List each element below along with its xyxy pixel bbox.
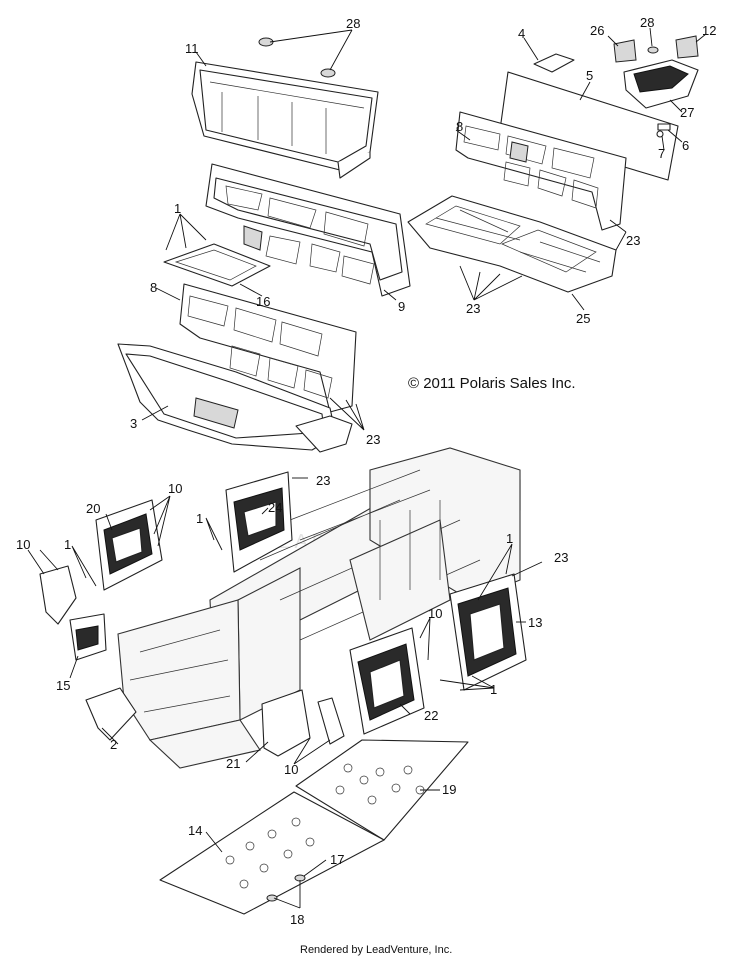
callout-10: 10	[284, 762, 298, 777]
callout-2: 2	[110, 737, 117, 752]
callout-4: 4	[518, 26, 525, 41]
part-24-side-panel	[225, 471, 293, 573]
callout-25: 25	[576, 311, 590, 326]
part-8-dash-panel-lower	[179, 283, 357, 413]
part-2-bracket	[85, 687, 137, 741]
callout-22: 22	[424, 708, 438, 723]
part-19-floor-plate	[295, 739, 469, 841]
callout-10: 10	[16, 537, 30, 552]
callout-19: 19	[442, 782, 456, 797]
callout-8: 8	[150, 280, 157, 295]
callout-13: 13	[528, 615, 542, 630]
part-4-decal	[533, 53, 575, 73]
callout-10: 10	[428, 606, 442, 621]
part-16-floor-tray	[163, 243, 271, 287]
callout-10: 10	[168, 481, 182, 496]
callout-1: 1	[506, 531, 513, 546]
chassis-frame	[117, 447, 521, 769]
part-5-panel-sheet	[499, 71, 679, 181]
part-14-floor-plate	[159, 791, 385, 915]
callout-7: 7	[658, 146, 665, 161]
part-11-storage-bin	[191, 61, 379, 179]
callout-23: 23	[466, 301, 480, 316]
callout-23: 23	[316, 473, 330, 488]
callout-9: 9	[398, 299, 405, 314]
part-10-trim-right	[317, 697, 345, 745]
callout-1: 1	[196, 511, 203, 526]
callout-1: 1	[174, 201, 181, 216]
callout-1: 1	[490, 682, 497, 697]
callout-28: 28	[640, 15, 654, 30]
part-21-trim	[261, 689, 311, 757]
leader-lines	[27, 27, 707, 909]
part-13-door-panel	[449, 573, 527, 691]
part-3-floor-pan	[117, 343, 353, 453]
callout-23: 23	[554, 550, 568, 565]
callout-20: 20	[86, 501, 100, 516]
callout-3: 3	[130, 416, 137, 431]
callout-17: 17	[330, 852, 344, 867]
callout-6: 6	[682, 138, 689, 153]
callout-1: 1	[64, 537, 71, 552]
callout-23: 23	[366, 432, 380, 447]
callout-24: 24	[268, 500, 282, 515]
callout-8: 8	[456, 119, 463, 134]
callout-15: 15	[56, 678, 70, 693]
callout-12: 12	[702, 23, 716, 38]
part-10-trim-left	[39, 565, 77, 625]
part-28-caps-top	[258, 37, 336, 78]
part-20-side-panel	[95, 499, 163, 591]
callout-11: 11	[185, 41, 199, 56]
part-27-tray	[623, 46, 699, 109]
callout-labels: 28 11 4 26 28 12 5 27 8 7 6 1 16 9 23 23…	[16, 15, 716, 927]
part-22-door-panel	[349, 627, 425, 735]
part-26-pad	[613, 39, 637, 63]
part-6-7-fastener	[656, 123, 671, 138]
part-25-floor-mat	[407, 195, 617, 293]
callout-14: 14	[188, 823, 202, 838]
part-12-pad	[675, 35, 699, 59]
callout-26: 26	[590, 23, 604, 38]
callout-23: 23	[626, 233, 640, 248]
callout-27: 27	[680, 105, 694, 120]
part-15-bracket	[69, 613, 107, 661]
callout-5: 5	[586, 68, 593, 83]
callout-28: 28	[346, 16, 360, 31]
callout-18: 18	[290, 912, 304, 927]
part-9-dash-panel	[205, 163, 411, 297]
callout-21: 21	[226, 756, 240, 771]
footer-credit: Rendered by LeadVenture, Inc.	[300, 944, 452, 956]
copyright-text: © 2011 Polaris Sales Inc.	[408, 375, 576, 392]
callout-16: 16	[256, 294, 270, 309]
